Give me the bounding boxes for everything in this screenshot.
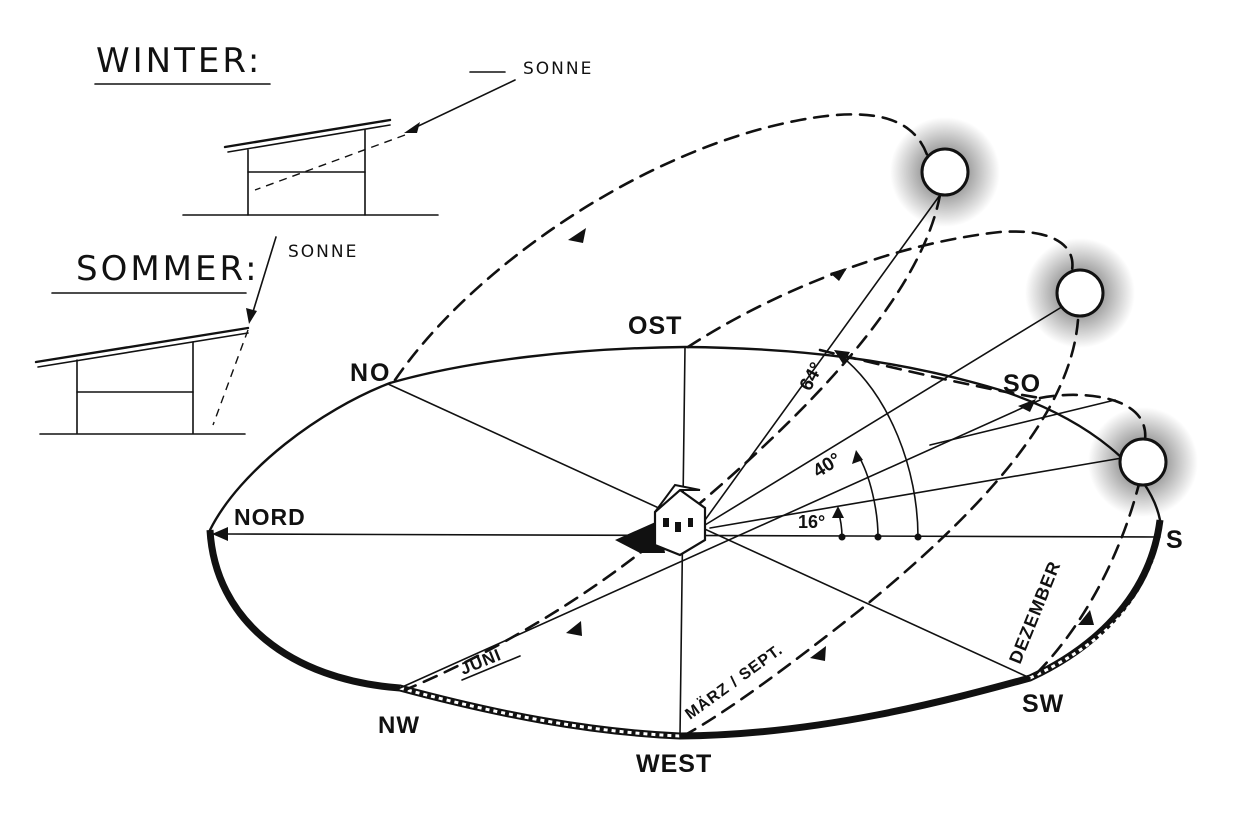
sun-winter-icon: [1118, 437, 1168, 487]
sun-equinox: [1025, 238, 1135, 348]
equinox-path-lower: [683, 318, 1080, 737]
sommer-sun-label: SONNE: [288, 242, 358, 262]
equinox-path-upper: [686, 230, 1074, 349]
sun-summer-icon: [920, 147, 970, 197]
path-labels: JUNI MÄRZ / SEPT. DEZEMBER: [457, 558, 1064, 723]
winter-roof: [223, 118, 392, 149]
ray-winter-sun-back: [929, 399, 1116, 446]
house-window-1: [663, 518, 669, 527]
june-path-lower: [403, 193, 942, 692]
winter-sun-ray: [409, 79, 516, 131]
label-angle-64: 64°: [796, 359, 828, 394]
north-arrow-icon: [212, 527, 228, 541]
equinox-path-arrow2-icon: [810, 646, 826, 661]
label-nw: NW: [378, 712, 420, 739]
label-juni-underline: [461, 655, 521, 681]
sun-rays: [704, 194, 1123, 529]
house-roof: [654, 483, 701, 513]
sommer-title: SOMMER:: [76, 249, 260, 289]
equinox-path-arrow-icon: [830, 268, 847, 281]
house-window-3: [688, 518, 693, 527]
sommer-sketch: SOMMER: SONNE: [34, 236, 358, 435]
december-path-arrow2-icon: [1078, 610, 1094, 625]
sommer-roof: [34, 326, 250, 364]
arc-64-dot: [914, 533, 922, 541]
winter-ray-dashed: [254, 134, 406, 191]
june-path-arrow2-icon: [566, 621, 582, 636]
horizon-rim-beads-west: [399, 686, 681, 738]
house-window-2: [675, 522, 681, 532]
winter-sun-label: SONNE: [523, 59, 593, 79]
label-ost: OST: [628, 312, 682, 340]
arc-64-arrow-icon: [834, 350, 850, 364]
house-icon: [615, 483, 707, 557]
arc-40: [857, 454, 879, 538]
label-juni: JUNI: [457, 645, 504, 679]
sommer-sun-ray: [251, 236, 277, 316]
arc-64: [839, 354, 919, 538]
june-path-upper: [393, 113, 932, 382]
label-so: SO: [1003, 370, 1041, 398]
label-angle-16: 16°: [798, 512, 825, 532]
sun-summer: [890, 117, 1000, 227]
arc-40-dot: [874, 533, 882, 541]
label-maerz-sept: MÄRZ / SEPT.: [682, 640, 786, 723]
june-path-arrow-icon: [568, 228, 586, 243]
label-angle-40: 40°: [810, 449, 845, 482]
sun-path-december: [818, 348, 1147, 677]
arc-40-arrow-icon: [852, 450, 863, 464]
winter-title: WINTER:: [96, 41, 262, 81]
spoke-ne-sw: [387, 383, 1031, 679]
altitude-arcs: [832, 350, 922, 541]
arc-16-arrow-icon: [832, 506, 844, 518]
label-no: NO: [350, 359, 392, 387]
sommer-roof-underside: [37, 332, 249, 368]
label-sw: SW: [1022, 690, 1064, 718]
arc-16-dot: [838, 533, 846, 541]
december-path-upper: [818, 348, 1042, 400]
december-path-arrow-icon: [1018, 399, 1036, 412]
ray-winter-sun: [709, 457, 1123, 529]
label-west: WEST: [636, 750, 712, 778]
ray-equinox-sun: [704, 304, 1066, 526]
label-nord: NORD: [234, 504, 306, 530]
winter-ray-arrow-icon: [404, 122, 420, 133]
sommer-ray-arrow-icon: [246, 308, 257, 324]
house-shadow: [615, 520, 665, 553]
sun-equinox-icon: [1055, 268, 1105, 318]
sommer-ray-dashed: [212, 329, 249, 426]
ray-summer-sun: [704, 194, 941, 521]
sun-winter: [1088, 407, 1198, 517]
label-s: S: [1166, 526, 1183, 554]
sun-path-june: [393, 113, 942, 692]
winter-roof-underside: [227, 124, 391, 153]
direction-labels: NORD NO OST SO S SW WEST NW: [234, 312, 1183, 778]
winter-sketch: WINTER: SONNE: [94, 41, 593, 216]
